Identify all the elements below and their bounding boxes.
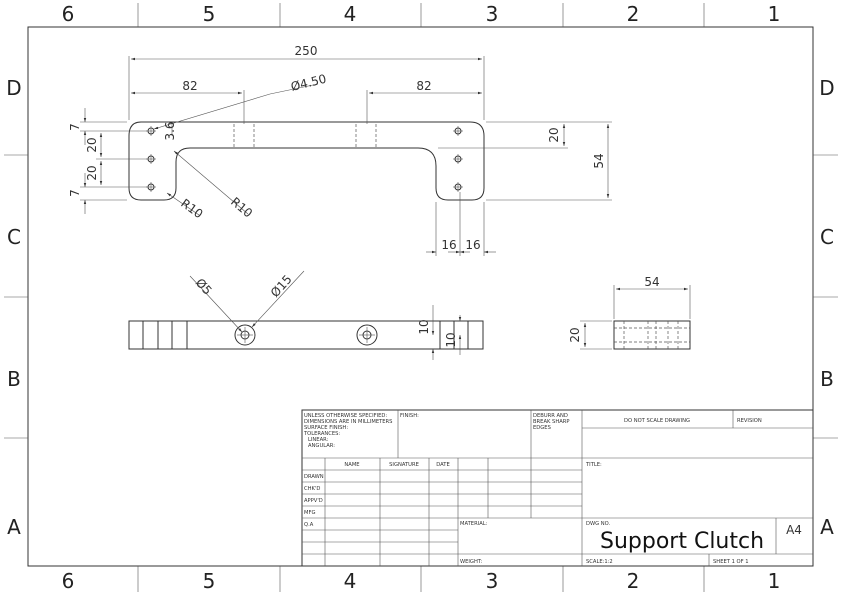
dim-7-bottom-label: 7 bbox=[68, 189, 82, 197]
zone-col-4-top: 4 bbox=[344, 2, 357, 26]
zone-labels-bottom: 6 5 4 3 2 1 bbox=[62, 569, 781, 593]
dim-cbore-dia: Ø15 bbox=[251, 270, 305, 328]
side-view: 54 20 bbox=[568, 275, 691, 350]
counterbore-circle bbox=[356, 324, 378, 346]
weight-label: WEIGHT: bbox=[460, 559, 482, 565]
counterbore-circle bbox=[234, 324, 256, 346]
dim-right-offset: 82 bbox=[366, 79, 482, 124]
zone-row-a-left: A bbox=[7, 515, 21, 539]
top-view-holes bbox=[146, 126, 463, 192]
dim-20-a-label: 20 bbox=[85, 137, 99, 152]
zone-col-5-bottom: 5 bbox=[203, 569, 216, 593]
zone-row-a-right: A bbox=[820, 515, 834, 539]
zone-row-b-left: B bbox=[7, 367, 21, 391]
header-date: DATE bbox=[436, 462, 450, 468]
dim-54-label: 54 bbox=[592, 153, 606, 168]
top-view: 250 82 82 Ø4.50 7 bbox=[68, 44, 612, 256]
tolerance-note-6: ANGULAR: bbox=[308, 443, 335, 449]
dim-left-offset: 82 bbox=[131, 79, 245, 124]
dim-center-offset: 3.6 bbox=[163, 121, 177, 140]
dim-r10-b-label: R10 bbox=[228, 195, 255, 221]
zone-col-1-top: 1 bbox=[768, 2, 781, 26]
row-drawn: DRAWN bbox=[304, 474, 324, 480]
revision-label: REVISION bbox=[737, 418, 762, 424]
dim-radius-a: R10 bbox=[166, 192, 206, 221]
tolerance-note-5: LINEAR: bbox=[308, 437, 329, 443]
zone-labels-right: D C B A bbox=[819, 76, 834, 539]
zone-col-1-bottom: 1 bbox=[768, 569, 781, 593]
dim-82-right-label: 82 bbox=[416, 79, 431, 93]
zone-row-c-left: C bbox=[7, 225, 21, 249]
dim-side-20-label: 20 bbox=[568, 327, 582, 342]
dim-20-right-label: 20 bbox=[547, 127, 561, 142]
row-approved: APPV'D bbox=[304, 498, 323, 504]
dim-hole-diameter: Ø4.50 bbox=[153, 72, 328, 130]
zone-labels-top: 6 5 4 3 2 1 bbox=[62, 2, 781, 26]
dim-16-a-label: 16 bbox=[441, 238, 456, 252]
tolerance-note-3: SURFACE FINISH: bbox=[304, 425, 348, 431]
dim-82-left-label: 82 bbox=[182, 79, 197, 93]
dim-side-width: 54 bbox=[613, 275, 691, 319]
zone-labels-left: D C B A bbox=[6, 76, 21, 539]
deburr-note-3: EDGES bbox=[533, 425, 551, 431]
scale-label: SCALE:1:2 bbox=[586, 559, 613, 565]
dim-left-vertical: 7 20 20 7 bbox=[68, 108, 147, 214]
zone-row-b-right: B bbox=[820, 367, 834, 391]
no-scale-note: DO NOT SCALE DRAWING bbox=[624, 418, 690, 424]
sheet-number: SHEET 1 OF 1 bbox=[713, 559, 749, 565]
dim-250-label: 250 bbox=[295, 44, 318, 58]
top-view-hidden-lines bbox=[233, 124, 377, 148]
dim-bore-dia-label: Ø5 bbox=[193, 276, 215, 298]
dim-10-b-label: 10 bbox=[444, 332, 458, 347]
dim-r10-a-label: R10 bbox=[178, 196, 205, 221]
zone-row-c-right: C bbox=[820, 225, 834, 249]
side-view-outline bbox=[613, 320, 691, 350]
tolerance-note-4: TOLERANCES: bbox=[303, 431, 340, 437]
zone-col-2-bottom: 2 bbox=[627, 569, 640, 593]
zone-col-6-bottom: 6 bbox=[62, 569, 75, 593]
drawing-title: Support Clutch bbox=[600, 529, 764, 554]
dim-right-vertical: 20 54 bbox=[438, 121, 612, 201]
zone-col-6-top: 6 bbox=[62, 2, 75, 26]
front-view: Ø5 Ø15 10 10 bbox=[128, 270, 484, 360]
front-view-outline bbox=[128, 320, 484, 350]
row-qa: Q.A bbox=[304, 522, 314, 528]
dim-10-a-label: 10 bbox=[417, 319, 431, 334]
title-label: TITLE: bbox=[585, 462, 602, 468]
dim-3-6-label: 3.6 bbox=[163, 121, 177, 140]
title-block: UNLESS OTHERWISE SPECIFIED: DIMENSIONS A… bbox=[301, 409, 814, 567]
tolerance-note-2: DIMENSIONS ARE IN MILLIMETERS bbox=[304, 419, 392, 425]
header-name: NAME bbox=[344, 462, 359, 468]
header-signature: SIGNATURE bbox=[389, 462, 419, 468]
dim-overall-length: 250 bbox=[128, 44, 485, 120]
row-checked: CHK'D bbox=[304, 486, 320, 492]
dwg-no-label: DWG NO. bbox=[586, 521, 611, 527]
row-mfg: MFG bbox=[304, 510, 315, 516]
dim-side-height: 20 bbox=[568, 320, 612, 350]
dim-leg-widths: 16 16 bbox=[426, 192, 496, 256]
zone-col-3-top: 3 bbox=[486, 2, 499, 26]
dim-20-b-label: 20 bbox=[85, 165, 99, 180]
top-view-outline bbox=[128, 121, 485, 201]
deburr-note-2: BREAK SHARP bbox=[533, 419, 570, 425]
dim-16-b-label: 16 bbox=[465, 238, 480, 252]
zone-row-d-left: D bbox=[6, 76, 21, 100]
zone-col-3-bottom: 3 bbox=[486, 569, 499, 593]
dim-side-54-label: 54 bbox=[644, 275, 659, 289]
zone-col-5-top: 5 bbox=[203, 2, 216, 26]
finish-label: FINISH: bbox=[400, 413, 419, 419]
dim-7-top-label: 7 bbox=[68, 123, 82, 131]
sheet-size: A4 bbox=[786, 523, 802, 537]
deburr-note-1: DEBURR AND bbox=[533, 413, 568, 419]
dim-hole-dia-label: Ø4.50 bbox=[289, 72, 327, 94]
dim-front-thickness: 10 10 bbox=[417, 305, 462, 360]
tolerance-note-1: UNLESS OTHERWISE SPECIFIED: bbox=[304, 413, 387, 419]
zone-col-4-bottom: 4 bbox=[344, 569, 357, 593]
dim-bore-dia: Ø5 bbox=[189, 276, 243, 333]
material-label: MATERIAL: bbox=[460, 521, 488, 527]
zone-col-2-top: 2 bbox=[627, 2, 640, 26]
dim-cbore-dia-label: Ø15 bbox=[268, 272, 295, 300]
zone-row-d-right: D bbox=[819, 76, 834, 100]
